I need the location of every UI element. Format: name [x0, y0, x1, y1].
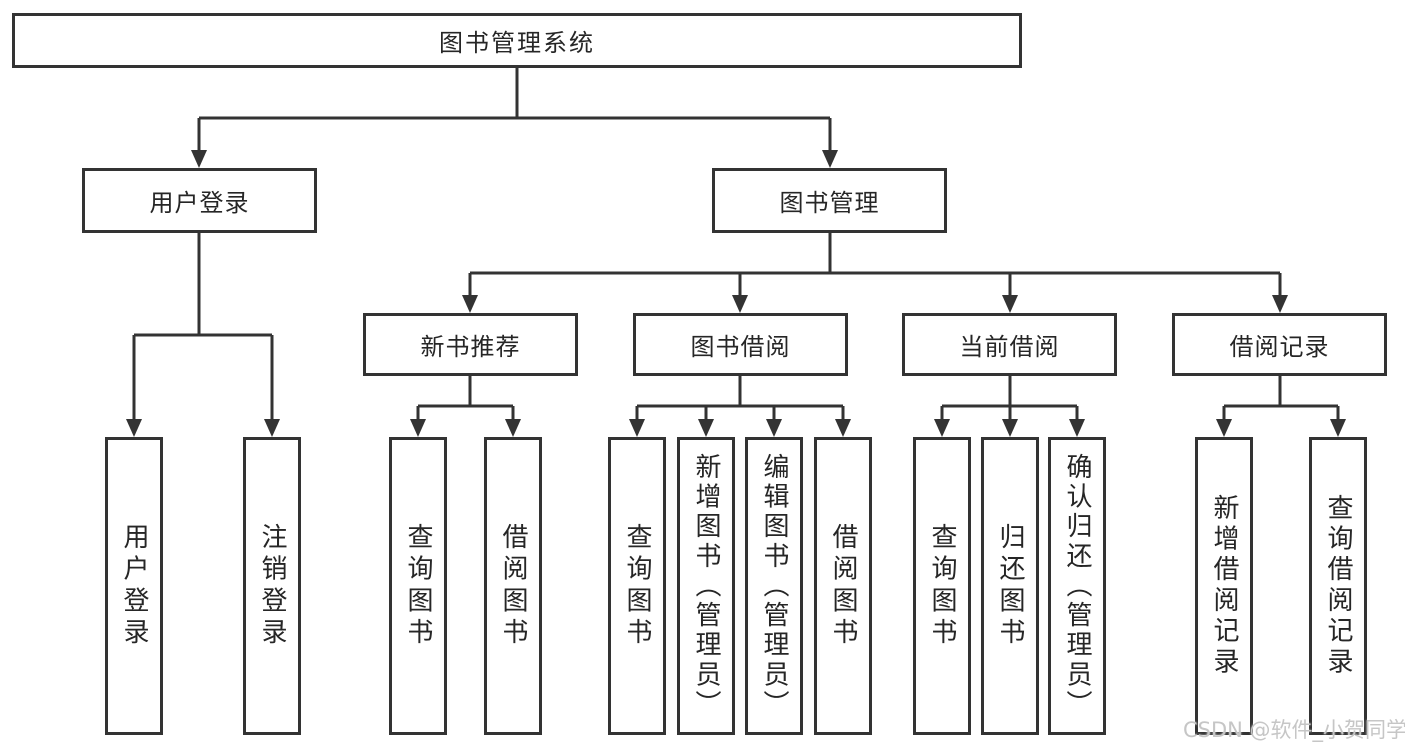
node-leaf-bb-borrow-books: 借阅图书 [814, 437, 872, 735]
connector-borrowing-records-children [1216, 376, 1346, 437]
node-leaf-br-add-record: 新增借阅记录 [1195, 437, 1253, 735]
connector-new-book-recommendation-children [410, 376, 521, 437]
node-borrowing-records: 借阅记录 [1172, 313, 1387, 376]
csdn-watermark: CSDN @软件_小贺同学 [1183, 718, 1405, 742]
connector-current-borrowing-children [934, 376, 1085, 437]
node-leaf-logout: 注销登录 [243, 437, 301, 735]
connector-book-management-children [462, 233, 1288, 313]
node-leaf-user-login: 用户登录 [105, 437, 163, 735]
node-leaf-cb-confirm-return-admin: 确认归还（管理员） [1048, 437, 1106, 735]
node-book-borrowing: 图书借阅 [633, 313, 848, 376]
connector-book-borrowing-children [629, 376, 851, 437]
connector-root-to-level1 [191, 68, 838, 168]
node-leaf-bb-add-books-admin: 新增图书（管理员） [677, 437, 735, 735]
node-book-management: 图书管理 [712, 168, 947, 233]
connector-user-login-children [126, 233, 280, 437]
node-current-borrowing: 当前借阅 [902, 313, 1117, 376]
node-leaf-br-query-record: 查询借阅记录 [1309, 437, 1367, 735]
node-user-login: 用户登录 [82, 168, 317, 233]
node-leaf-cb-return-books: 归还图书 [981, 437, 1039, 735]
node-leaf-bb-query-books: 查询图书 [608, 437, 666, 735]
node-library-management-system: 图书管理系统 [12, 13, 1022, 68]
node-leaf-nb-query-books: 查询图书 [389, 437, 447, 735]
node-leaf-nb-borrow-books: 借阅图书 [484, 437, 542, 735]
node-new-book-recommendation: 新书推荐 [363, 313, 578, 376]
node-leaf-cb-query-books: 查询图书 [913, 437, 971, 735]
node-leaf-bb-edit-books-admin: 编辑图书（管理员） [745, 437, 803, 735]
